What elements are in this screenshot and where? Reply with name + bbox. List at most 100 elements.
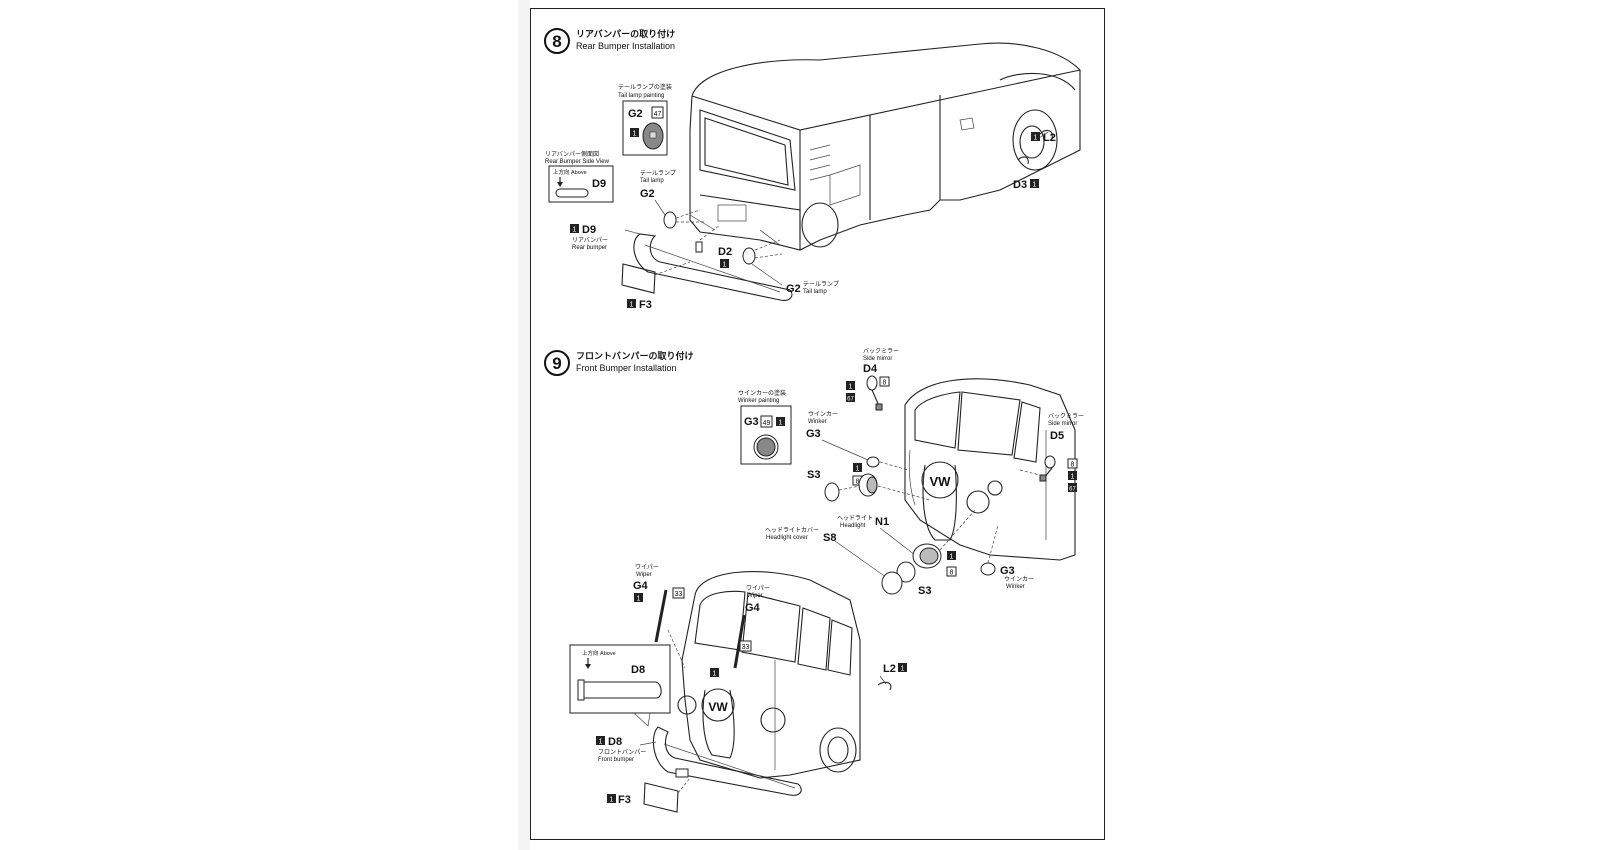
svg-text:VW: VW	[930, 474, 952, 489]
winker-painting-color2: 1	[779, 420, 783, 427]
step8-title-en: Rear Bumper Installation	[576, 41, 675, 51]
rear-bumper-side-view: リアバンパー側面図 Rear Bumper Side View 上方向 Abov…	[545, 150, 614, 203]
wiper-center-part: G4	[745, 602, 761, 614]
wiper-left-qty: 1	[637, 596, 641, 603]
front-bumper-side-view: 上方向 Above D8	[569, 644, 671, 727]
svg-text:VW: VW	[708, 700, 728, 714]
front-van-lower-drawing: VW	[677, 571, 861, 779]
s3-upper: S3	[807, 469, 820, 481]
g3-lower-label-en: Winker	[1006, 584, 1025, 590]
wiper-center-label-en: Wiper	[747, 593, 763, 599]
tail-painting-label-en: Tail lamp painting	[618, 93, 664, 99]
front-side-above: 上方向 Above	[582, 649, 616, 657]
mirror-right-c2: 1	[1071, 474, 1075, 481]
headlight-label-jp: ヘッドライト	[837, 515, 873, 522]
winker-painting-label-en: Winker painting	[738, 398, 779, 404]
front-van-upper-drawing: VW	[904, 378, 1076, 561]
rear-l2-part: L2	[1043, 132, 1056, 144]
wiper-left-color: 33	[675, 591, 683, 598]
front-plate-f3: 1 F3	[607, 777, 691, 813]
tail-lamp-left-callout: テールランプ Tail lamp G2	[640, 170, 705, 229]
mirror-left-c2: 8	[883, 380, 887, 387]
s3-lower: S3	[918, 585, 931, 597]
tail-lamp-label-en: Tail lamp	[640, 178, 664, 184]
codes-a-c2: 8	[856, 479, 860, 486]
rear-d3-qty: 1	[1033, 182, 1037, 189]
g2b-label-en: Tail lamp	[803, 289, 827, 295]
front-bumper-part-id: D8	[608, 736, 622, 748]
step8-title-jp: リアバンパーの取り付け	[576, 28, 675, 39]
tail-painting-part: G2	[628, 108, 643, 120]
d2-callout: D2 1	[695, 224, 732, 269]
hl-cover-label-jp: ヘッドライトカバー	[765, 527, 819, 534]
step9-header: 9 フロントバンパーの取り付け Front Bumper Installatio…	[544, 350, 693, 376]
winker-painting-label-jp: ウインカーの塗装	[738, 389, 786, 397]
rear-l2-qty: 1	[1034, 135, 1038, 142]
rear-bumper-part: 1 D9 リアバンパー Rear bumper	[570, 224, 793, 301]
headlight-part: N1	[875, 516, 889, 528]
winker-painting-callout: ウインカーの塗装 Winker painting G3 49 1	[738, 389, 792, 465]
front-side-part: D8	[631, 664, 645, 676]
rear-bumper-part-id: D9	[582, 224, 596, 236]
mirror-left-part: D4	[863, 363, 878, 375]
rear-side-label-en: Rear Bumper Side View	[545, 159, 610, 165]
mirror-right-c1: 8	[1071, 462, 1075, 469]
mirror-right-label-en: Side mirror	[1048, 421, 1077, 427]
rear-d3-part: D3	[1013, 179, 1027, 191]
codes-b-c1: 1	[950, 554, 954, 561]
headlight-label-en: Headlight	[840, 523, 866, 529]
tail-lamp-right-callout: G2 テールランプ Tail lamp	[742, 239, 839, 295]
tail-lamp-painting-callout: テールランプの塗装 Tail lamp painting G2 47 1	[618, 83, 672, 156]
side-mirror-d5: バックミラー Side mirror D5 8 1 67	[1019, 413, 1084, 493]
mirror-right-part: D5	[1050, 430, 1064, 442]
side-mirror-d4: バックミラー Side mirror D4 1 8 67	[846, 348, 899, 411]
headlight-cover-s8: ヘッドライトカバー Headlight cover S8	[765, 527, 891, 581]
wiper-center-label-jp: ワイパー	[746, 585, 770, 592]
d2-qty: 1	[723, 262, 727, 269]
wiper-left-label-jp: ワイパー	[635, 564, 659, 571]
tail-painting-color2: 1	[633, 131, 637, 138]
rear-l2-d3: 1 L2 D3 1	[1013, 129, 1056, 191]
g2b-part: G2	[786, 283, 801, 295]
rear-side-above: 上方向 Above	[553, 168, 587, 176]
winker-painting-part: G3	[744, 416, 759, 428]
wiper-left-part: G4	[633, 580, 649, 592]
rear-plate-f3: 1 F3	[621, 261, 691, 311]
g3-lower-label-jp: ウインカー	[1004, 575, 1034, 583]
step9-number: 9	[552, 354, 561, 373]
tail-painting-label-jp: テールランプの塗装	[618, 83, 672, 91]
front-bumper-part: 1 D8 フロントバンパー Front bumper	[596, 726, 802, 796]
mirror-left-label-en: Side mirror	[863, 356, 892, 362]
codes-a-c1: 1	[856, 466, 860, 473]
front-bumper-label-en: Front bumper	[598, 757, 634, 763]
headlight-assembly-upper: 1 8 S3 ヘッドライト Headlight N1	[807, 463, 931, 556]
codes-b-c2: 8	[950, 570, 954, 577]
mirror-right-label-jp: バックミラー	[1048, 413, 1084, 420]
rear-bumper-label-jp: リアバンパー	[572, 237, 608, 244]
wiper-left-label-en: Wiper	[636, 572, 652, 578]
front-l2-qty: 1	[901, 666, 905, 673]
g2b-label-jp: テールランプ	[803, 281, 839, 288]
tail-lamp-label-jp: テールランプ	[640, 170, 676, 177]
front-f3-qty: 1	[610, 797, 614, 804]
wiper-center-callout: ワイパー Wiper G4 33 1	[710, 585, 770, 678]
rear-f3-qty: 1	[630, 302, 634, 309]
front-f3-part: F3	[618, 794, 631, 806]
tail-painting-color: 47	[654, 111, 662, 118]
step9-title-jp: フロントバンパーの取り付け	[576, 350, 693, 361]
headlight-assembly-lower: 1 8 S3	[881, 509, 976, 597]
g3-lower-part: G3	[1000, 565, 1015, 577]
mirror-left-label-jp: バックミラー	[863, 348, 899, 355]
winker-g3-lower: G3 ウインカー Winker	[980, 524, 1034, 590]
tail-lamp-part: G2	[640, 188, 655, 200]
front-bumper-label-jp: フロントバンパー	[598, 749, 646, 756]
front-l2-part: L2	[883, 663, 896, 675]
front-l2-callout: L2 1	[877, 663, 907, 691]
mirror-left-c1: 1	[849, 384, 853, 391]
wiper-center-qty: 1	[713, 671, 717, 678]
winker-part: G3	[806, 428, 821, 440]
rear-side-label-jp: リアバンパー側面図	[545, 150, 599, 158]
hl-cover-label-en: Headlight cover	[766, 535, 808, 541]
d2-part: D2	[718, 246, 732, 258]
